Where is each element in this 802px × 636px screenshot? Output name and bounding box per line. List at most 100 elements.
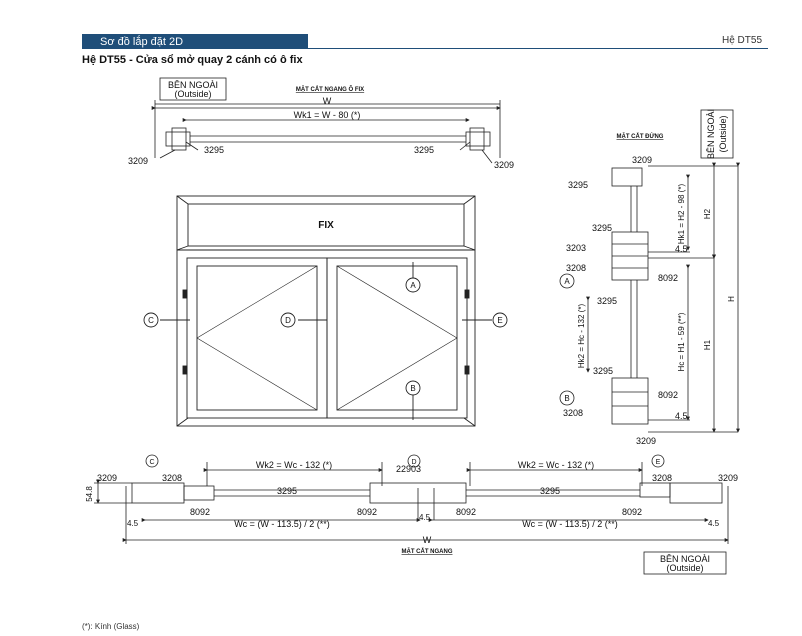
- marker-d-elev: [280, 312, 296, 328]
- top-right-profile: [465, 131, 491, 147]
- marker-e-text: E: [497, 316, 502, 325]
- v-code-3295-upper: 3295: [592, 223, 612, 233]
- top-wk1-label: Wk1 = W - 80 (*): [294, 110, 361, 120]
- top-code-3295-left: 3295: [204, 145, 224, 155]
- v-dim-4-5-upper: 4.5: [675, 244, 688, 254]
- outside-box-vertical: [700, 109, 734, 159]
- b-wk2-left: Wk2 = Wc - 132 (*): [256, 460, 332, 470]
- v-code-3295-mid: 3295: [597, 296, 617, 306]
- window-elevation: [143, 195, 508, 427]
- marker-e-elev: [492, 312, 508, 328]
- marker-d-text: D: [285, 316, 291, 325]
- b-dim-4-5-right: 4.5: [708, 519, 720, 528]
- top-section: [151, 77, 501, 164]
- b-wk2-right: Wk2 = Wc - 132 (*): [518, 460, 594, 470]
- page-title: Hệ DT55 - Cửa sổ mở quay 2 cánh có ô fix: [82, 54, 303, 66]
- b-code-3295-left: 3295: [277, 486, 297, 496]
- v-marker-b-text: B: [564, 394, 569, 403]
- outside-label-vertical-1: BÊN NGOÀI: [706, 109, 716, 159]
- outside-label-bottom-2: (Outside): [666, 563, 703, 573]
- b-code-22903: 22903: [396, 464, 421, 474]
- v-code-8092-upper: 8092: [658, 273, 678, 283]
- marker-e-bottom: [651, 454, 665, 468]
- v-code-3209-bottom: 3209: [636, 436, 656, 446]
- outer-frame: [176, 195, 476, 427]
- outside-label-top-1: BÊN NGOÀI: [168, 80, 218, 90]
- v-code-3295-top: 3295: [568, 180, 588, 190]
- v-code-8092-lower: 8092: [658, 390, 678, 400]
- v-bottom-profile: [611, 377, 649, 425]
- v-code-3209-top: 3209: [632, 155, 652, 165]
- b-code-8092-2: 8092: [357, 507, 377, 517]
- top-code-3209-right: 3209: [494, 160, 514, 170]
- top-w-label: W: [323, 96, 332, 106]
- v-code-3203: 3203: [566, 243, 586, 253]
- top-section-text: BÊN NGOÀI (Outside) MẶT CẮT NGANG Ô FIX …: [128, 80, 514, 170]
- bottom-caption: MẶT CẮT NGANG: [402, 547, 453, 555]
- v-label-hk1: Hk1 = H2 - 98 (*): [677, 184, 686, 245]
- outside-label-bottom-1: BÊN NGOÀI: [660, 554, 710, 564]
- v-label-hk2: Hk2 = Hc - 132 (*): [577, 304, 586, 369]
- outside-box-top: [159, 77, 227, 101]
- vertical-section: [559, 109, 740, 433]
- bottom-section-text: C D E Wk2 = Wc - 132 (*) Wk2 = Wc - 132 …: [85, 459, 738, 573]
- v-label-h: H: [727, 296, 736, 302]
- elevation-text: FIX A B C D E: [148, 220, 503, 393]
- v-code-3208-upper: 3208: [566, 263, 586, 273]
- v-dim-4-5-lower: 4.5: [675, 411, 688, 421]
- b-right-profile: [669, 482, 723, 504]
- b-code-3209-left: 3209: [97, 473, 117, 483]
- v-label-h1: H1: [703, 339, 712, 350]
- v-label-h2: H2: [703, 208, 712, 219]
- b-dim-4-5-left: 4.5: [127, 519, 139, 528]
- top-caption: MẶT CẮT NGANG Ô FIX: [296, 85, 364, 93]
- marker-c-text: C: [148, 316, 154, 325]
- b-code-3208-right: 3208: [652, 473, 672, 483]
- v-code-3208-lower: 3208: [563, 408, 583, 418]
- left-sash: [186, 257, 328, 419]
- bottom-section: [94, 454, 729, 575]
- v-code-3295-lower: 3295: [593, 366, 613, 376]
- b-marker-e-text: E: [656, 459, 661, 466]
- b-dim-4-5-center: 4.5: [419, 513, 431, 522]
- header-bar: [82, 34, 308, 49]
- outside-label-top-2: (Outside): [174, 89, 211, 99]
- section-title: Sơ đồ lắp đặt 2D: [100, 36, 184, 48]
- b-w-label: W: [423, 535, 432, 545]
- marker-b-vertical: [559, 390, 575, 406]
- outside-label-vertical-2: (Outside): [718, 115, 728, 152]
- system-name: Hệ DT55: [721, 35, 762, 46]
- right-sash: [326, 257, 468, 419]
- marker-c-elev: [143, 312, 159, 328]
- header-rule: [308, 48, 768, 49]
- b-right-sash: [639, 482, 671, 498]
- marker-d-bottom: [407, 454, 421, 468]
- b-code-3208-left: 3208: [162, 473, 182, 483]
- b-marker-c-text: C: [149, 459, 154, 466]
- top-code-3295-right: 3295: [414, 145, 434, 155]
- vertical-section-text: MẶT CẮT ĐỨNG BÊN NGOÀI (Outside) 3209 32…: [563, 109, 736, 446]
- b-code-8092-1: 8092: [190, 507, 210, 517]
- marker-c-bottom: [145, 454, 159, 468]
- footnote: (*): Kính (Glass): [82, 622, 140, 631]
- top-code-3209-left: 3209: [128, 156, 148, 166]
- marker-a-elev: [405, 277, 421, 293]
- marker-b-elev: [405, 380, 421, 396]
- fix-label: FIX: [318, 220, 334, 231]
- v-marker-a-text: A: [564, 277, 570, 286]
- v-label-hc: Hc = H1 - 59 (**): [677, 312, 686, 371]
- b-code-3295-right: 3295: [540, 486, 560, 496]
- vertical-caption: MẶT CẮT ĐỨNG: [617, 132, 664, 140]
- marker-b-text: B: [410, 384, 415, 393]
- b-marker-d-text: D: [411, 459, 416, 466]
- b-left-profile: [131, 482, 185, 504]
- top-left-profile: [165, 131, 191, 147]
- marker-a-text: A: [410, 281, 416, 290]
- outside-box-bottom: [643, 551, 727, 575]
- v-top-profile: [611, 167, 643, 187]
- b-wc-left: Wc = (W - 113.5) / 2 (**): [234, 519, 330, 529]
- b-wc-right: Wc = (W - 113.5) / 2 (**): [522, 519, 618, 529]
- b-code-8092-3: 8092: [456, 507, 476, 517]
- fix-panel: [187, 203, 465, 247]
